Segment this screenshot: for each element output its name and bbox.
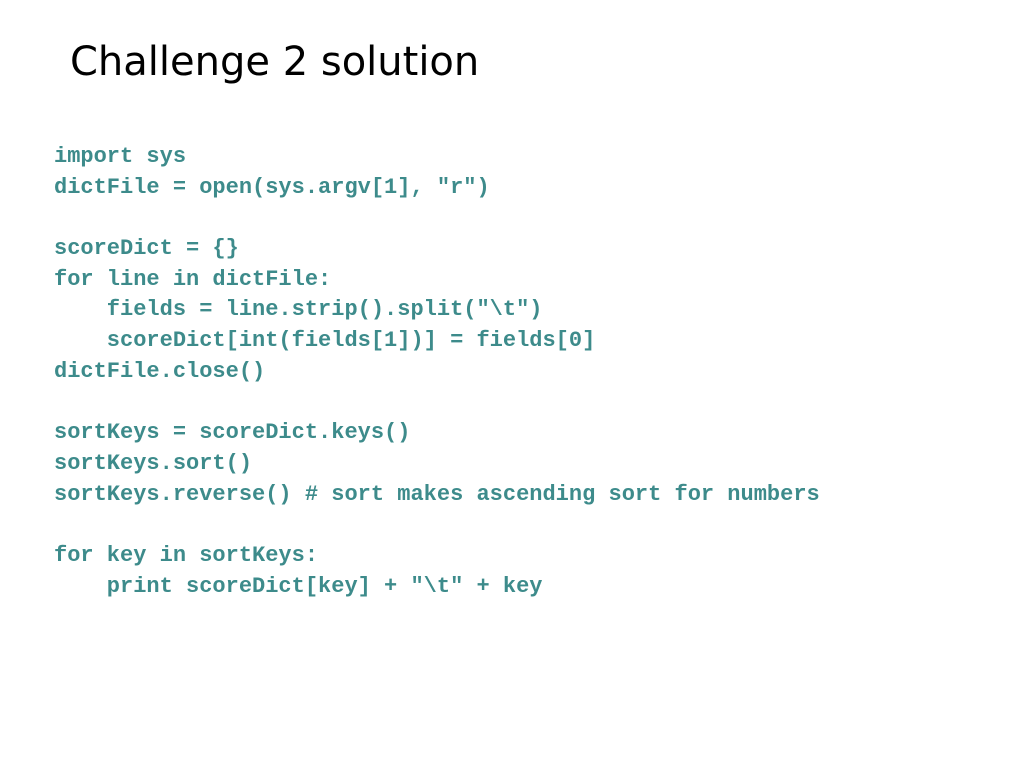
code-line: dictFile.close() [54, 358, 266, 384]
code-block: import sys dictFile = open(sys.argv[1], … [54, 142, 820, 602]
code-line [54, 388, 820, 419]
code-line: sortKeys.sort() [54, 450, 253, 476]
code-line: for line in dictFile: [54, 266, 332, 292]
code-line: scoreDict[int(fields[1])] = fields[0] [54, 328, 596, 354]
code-line: fields = line.strip().split("\t") [54, 297, 543, 323]
code-line: import sys [54, 144, 187, 169]
code-line [54, 203, 820, 234]
code-line: print scoreDict[key] + "\t" + key [54, 573, 543, 599]
code-line [54, 510, 820, 541]
code-line: sortKeys = scoreDict.keys() [54, 420, 411, 446]
code-line: sortKeys.reverse() # sort makes ascendin… [54, 481, 820, 507]
slide-title: Challenge 2 solution [70, 39, 480, 85]
code-line: dictFile = open(sys.argv[1], "r") [54, 174, 490, 200]
code-line: scoreDict = {} [54, 236, 239, 262]
code-line: for key in sortKeys: [54, 542, 319, 568]
